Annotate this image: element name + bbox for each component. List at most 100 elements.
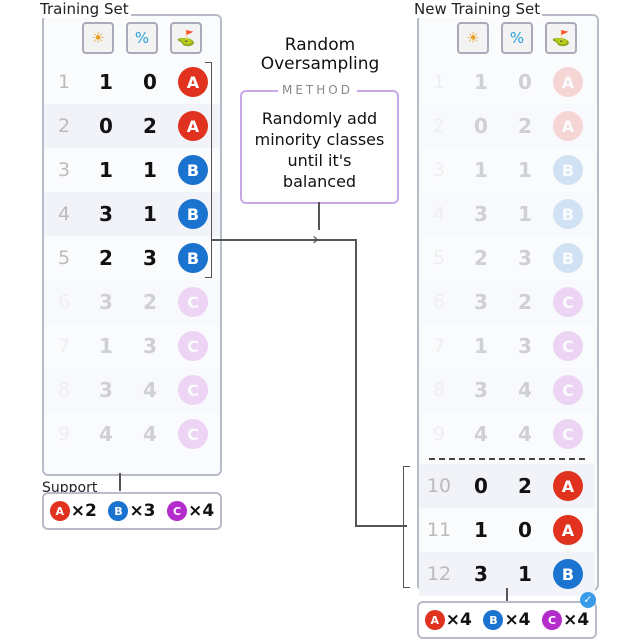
class-badge: B <box>553 155 583 185</box>
class-badge: B <box>108 501 129 521</box>
class-badge: C <box>167 501 188 521</box>
temperature-value: 3 <box>474 202 488 226</box>
humidity-value: 3 <box>518 246 532 270</box>
humidity-value: 3 <box>518 334 532 358</box>
temperature-value: 0 <box>474 474 488 498</box>
method-title: Random Oversampling <box>260 35 380 74</box>
temperature-value: 3 <box>99 290 113 314</box>
class-badge: A <box>553 515 583 545</box>
count: ×4 <box>188 501 215 521</box>
humidity-value: 0 <box>518 518 532 542</box>
row-index: 2 <box>432 115 446 137</box>
temperature-value: 3 <box>99 202 113 226</box>
humidity-value: 3 <box>143 246 157 270</box>
row-index: 11 <box>426 519 452 541</box>
support-count: B×4 <box>483 610 531 630</box>
temperature-value: 0 <box>99 114 113 138</box>
humidity-drop-icon: % <box>126 22 158 54</box>
class-badge: C <box>178 419 208 449</box>
class-badge: B <box>553 199 583 229</box>
golf-flag-icon: ⛳ <box>170 22 202 54</box>
support-count: C×4 <box>167 501 214 521</box>
class-badge: A <box>49 501 70 521</box>
class-badge: A <box>553 67 583 97</box>
humidity-value: 2 <box>143 114 157 138</box>
class-badge: A <box>178 111 208 141</box>
left-selection-bracket <box>205 62 212 278</box>
class-badge: A <box>424 610 445 630</box>
row-index: 3 <box>57 159 71 181</box>
divider <box>429 458 585 460</box>
method-box: METHOD Randomly add minority classes unt… <box>240 83 399 204</box>
temperature-value: 3 <box>99 378 113 402</box>
humidity-value: 0 <box>143 70 157 94</box>
humidity-value: 2 <box>518 290 532 314</box>
new-training-set-title: New Training Set <box>412 0 543 18</box>
count: ×2 <box>70 501 97 521</box>
humidity-value: 2 <box>518 474 532 498</box>
humidity-value: 1 <box>518 158 532 182</box>
count: ×4 <box>445 610 472 630</box>
count: ×3 <box>129 501 156 521</box>
class-badge: A <box>553 111 583 141</box>
temperature-value: 1 <box>474 334 488 358</box>
count: ×4 <box>504 610 531 630</box>
class-badge: C <box>178 331 208 361</box>
row-index: 7 <box>432 335 446 357</box>
class-badge: C <box>542 610 563 630</box>
support-count: B×3 <box>108 501 156 521</box>
temperature-value: 4 <box>474 422 488 446</box>
temperature-value: 0 <box>474 114 488 138</box>
row-index: 4 <box>57 203 71 225</box>
humidity-value: 1 <box>143 158 157 182</box>
row-index: 7 <box>57 335 71 357</box>
temperature-value: 3 <box>474 290 488 314</box>
class-badge: B <box>483 610 504 630</box>
humidity-value: 1 <box>143 202 157 226</box>
humidity-value: 1 <box>518 202 532 226</box>
sun-temperature-icon: ☀ <box>457 22 489 54</box>
row-index: 5 <box>57 247 71 269</box>
support-count: C×4 <box>542 610 589 630</box>
class-badge: B <box>178 243 208 273</box>
temperature-value: 1 <box>99 334 113 358</box>
class-badge: C <box>553 331 583 361</box>
class-badge: B <box>553 243 583 273</box>
humidity-value: 1 <box>518 562 532 586</box>
humidity-value: 4 <box>518 422 532 446</box>
temperature-value: 2 <box>474 246 488 270</box>
arrow-head-icon: › <box>312 229 320 250</box>
row-index: 9 <box>57 423 71 445</box>
row-index: 6 <box>432 291 446 313</box>
humidity-value: 0 <box>518 70 532 94</box>
support-count: A×2 <box>49 501 97 521</box>
humidity-value: 4 <box>143 378 157 402</box>
row-index: 4 <box>432 203 446 225</box>
row-index: 1 <box>57 71 71 93</box>
humidity-value: 3 <box>143 334 157 358</box>
class-badge: C <box>553 419 583 449</box>
class-badge: B <box>178 199 208 229</box>
row-index: 8 <box>57 379 71 401</box>
class-badge: A <box>178 67 208 97</box>
left-support-box: A×2 B×3 C×4 <box>42 492 222 530</box>
class-badge: C <box>553 375 583 405</box>
class-badge: A <box>553 471 583 501</box>
method-label: METHOD <box>278 83 357 97</box>
temperature-value: 1 <box>474 518 488 542</box>
